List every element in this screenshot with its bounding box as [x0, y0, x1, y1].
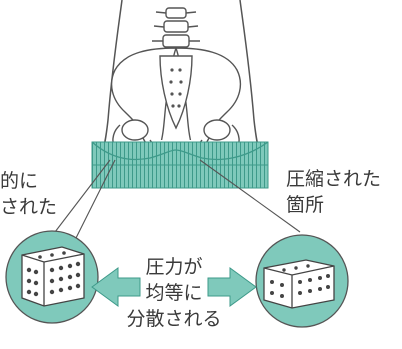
arrow-right-icon [207, 267, 257, 307]
pelvis-spine-icon [110, 7, 242, 157]
cushion-icon [91, 141, 269, 189]
right-label-line1: 圧縮された [286, 168, 382, 190]
compressed-lattice-holes [270, 264, 330, 298]
center-label-line3: 分散される [126, 308, 222, 330]
lattice-cube-icon [21, 246, 85, 307]
arrow-left-icon [91, 267, 141, 307]
lattice-holes [26, 251, 81, 297]
compressed-lattice-cube-icon [263, 259, 335, 309]
leader-lines [54, 159, 301, 241]
center-label-line2: 均等に [145, 282, 203, 304]
right-label-line2: 箇所 [286, 194, 325, 216]
left-label-line2: された [0, 196, 58, 218]
center-label-line1: 圧力が [145, 256, 203, 278]
sacrum-holes [169, 68, 183, 108]
right-lattice-circle [255, 234, 349, 328]
left-lattice-circle [5, 230, 99, 324]
left-label-line1: 的に [0, 170, 39, 192]
